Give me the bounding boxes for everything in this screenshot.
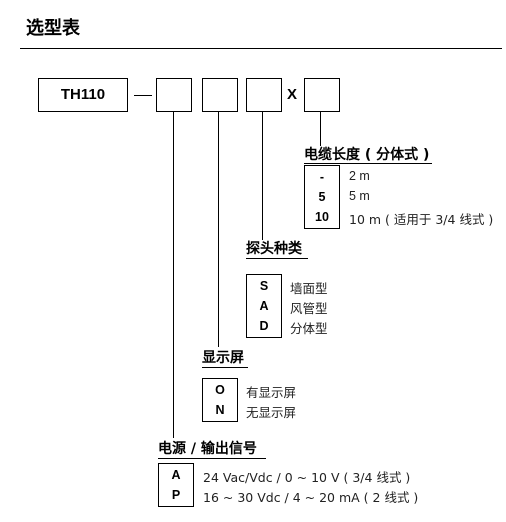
model-dash (134, 95, 152, 96)
power-output-title: 电源 / 输出信号 (158, 441, 257, 457)
cable-length-underline (304, 163, 432, 164)
cable-desc: 2 m (349, 169, 370, 183)
cable-connector-line (320, 112, 321, 146)
power-desc: 24 Vac/Vdc / 0 ~ 10 V ( 3/4 线式 ) (203, 470, 411, 485)
probe-type-code-column: S A D (246, 274, 282, 338)
probe-code: S (259, 279, 269, 293)
power-code: A (171, 468, 181, 482)
cable-code: 10 (315, 210, 329, 224)
cable-desc: 10 m ( 适用于 3/4 线式 ) (349, 212, 494, 227)
display-desc: 无显示屏 (246, 405, 297, 420)
display-code: N (215, 403, 225, 417)
title-divider (20, 48, 502, 49)
probe-desc: 分体型 (290, 321, 328, 336)
power-connector-line (173, 112, 174, 438)
probe-type-title: 探头种类 (246, 241, 302, 257)
probe-type-underline (246, 258, 308, 259)
power-desc: 16 ~ 30 Vdc / 4 ~ 20 mA ( 2 线式 ) (203, 490, 419, 505)
cable-code: - (319, 170, 325, 184)
cable-length-title: 电缆长度 ( 分体式 ) (304, 147, 430, 163)
probe-connector-line (262, 112, 263, 240)
cable-length-code-column: - 5 10 (304, 165, 340, 229)
power-output-underline (158, 458, 266, 459)
cable-code: 5 (318, 190, 326, 204)
slot-power-output (156, 78, 192, 112)
slot-cable-length (304, 78, 340, 112)
cable-desc: 5 m (349, 189, 370, 203)
display-connector-line (218, 112, 219, 347)
slot-probe-type (246, 78, 282, 112)
power-output-code-column: A P (158, 463, 194, 507)
display-underline (202, 367, 248, 368)
model-box: TH110 (38, 78, 128, 112)
display-code-column: O N (202, 378, 238, 422)
display-title: 显示屏 (202, 350, 244, 366)
probe-code: D (259, 319, 269, 333)
power-code: P (171, 488, 181, 502)
probe-desc: 墙面型 (290, 281, 328, 296)
separator-x: X (287, 86, 298, 103)
page-title: 选型表 (26, 18, 80, 39)
display-code: O (215, 383, 225, 397)
slot-display (202, 78, 238, 112)
probe-desc: 风管型 (290, 301, 328, 316)
probe-code: A (259, 299, 269, 313)
display-desc: 有显示屏 (246, 385, 297, 400)
